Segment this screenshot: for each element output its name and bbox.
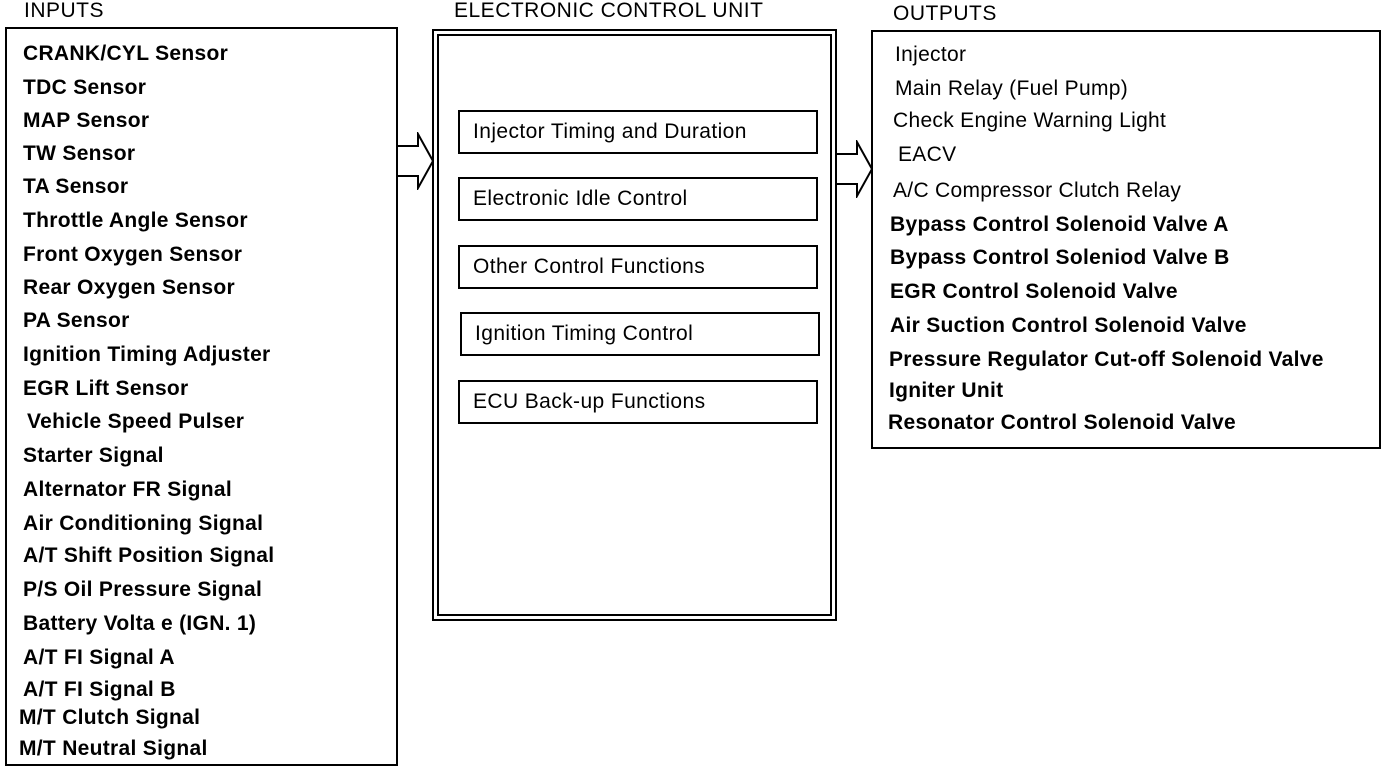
ecu-function-box: Injector Timing and Duration: [458, 110, 818, 154]
input-item: TDC Sensor: [23, 76, 147, 99]
ecu-title: ELECTRONIC CONTROL UNIT: [454, 0, 764, 22]
output-item: Bypass Control Solenoid Valve A: [890, 213, 1229, 236]
input-item: Front Oxygen Sensor: [23, 243, 243, 266]
output-item: A/C Compressor Clutch Relay: [893, 179, 1182, 202]
input-item: M/T Clutch Signal: [19, 706, 201, 729]
output-item: Main Relay (Fuel Pump): [895, 77, 1129, 100]
output-item: Resonator Control Solenoid Valve: [888, 411, 1236, 434]
ecu-function-box: Ignition Timing Control: [460, 312, 820, 356]
input-item: A/T FI Signal A: [23, 646, 175, 669]
output-item: EACV: [898, 143, 957, 166]
input-item: Air Conditioning Signal: [23, 512, 264, 535]
output-item: Check Engine Warning Light: [893, 109, 1167, 132]
arrow-inputs-to-ecu-icon: [396, 132, 435, 190]
input-item: MAP Sensor: [23, 109, 150, 132]
input-item: Throttle Angle Sensor: [23, 209, 248, 232]
output-item: Injector: [895, 43, 967, 66]
ecu-function-box: Electronic Idle Control: [458, 177, 818, 221]
inputs-title: INPUTS: [24, 0, 105, 22]
input-item: TA Sensor: [23, 175, 129, 198]
output-item: EGR Control Solenoid Valve: [890, 280, 1178, 303]
input-item: M/T Neutral Signal: [19, 737, 208, 760]
input-item: A/T Shift Position Signal: [23, 544, 275, 567]
input-item: TW Sensor: [23, 142, 136, 165]
input-item: Ignition Timing Adjuster: [23, 343, 271, 366]
input-item: PA Sensor: [23, 309, 130, 332]
input-item: Vehicle Speed Pulser: [27, 410, 245, 433]
input-item: CRANK/CYL Sensor: [23, 42, 229, 65]
ecu-function-box: Other Control Functions: [458, 245, 818, 289]
output-item: Igniter Unit: [889, 379, 1004, 402]
input-item: Battery Volta e (IGN. 1): [23, 612, 257, 635]
ecu-function-box: ECU Back-up Functions: [458, 380, 818, 424]
output-item: Bypass Control Soleniod Valve B: [890, 246, 1230, 269]
input-item: Rear Oxygen Sensor: [23, 276, 235, 299]
outputs-title: OUTPUTS: [893, 2, 997, 25]
arrow-ecu-to-outputs-icon: [835, 140, 874, 198]
input-item: Alternator FR Signal: [23, 478, 233, 501]
input-item: EGR Lift Sensor: [23, 377, 189, 400]
output-item: Air Suction Control Solenoid Valve: [890, 314, 1247, 337]
output-item: Pressure Regulator Cut-off Solenoid Valv…: [889, 348, 1324, 371]
input-item: A/T FI Signal B: [23, 678, 176, 701]
input-item: Starter Signal: [23, 444, 164, 467]
input-item: P/S Oil Pressure Signal: [23, 578, 263, 601]
